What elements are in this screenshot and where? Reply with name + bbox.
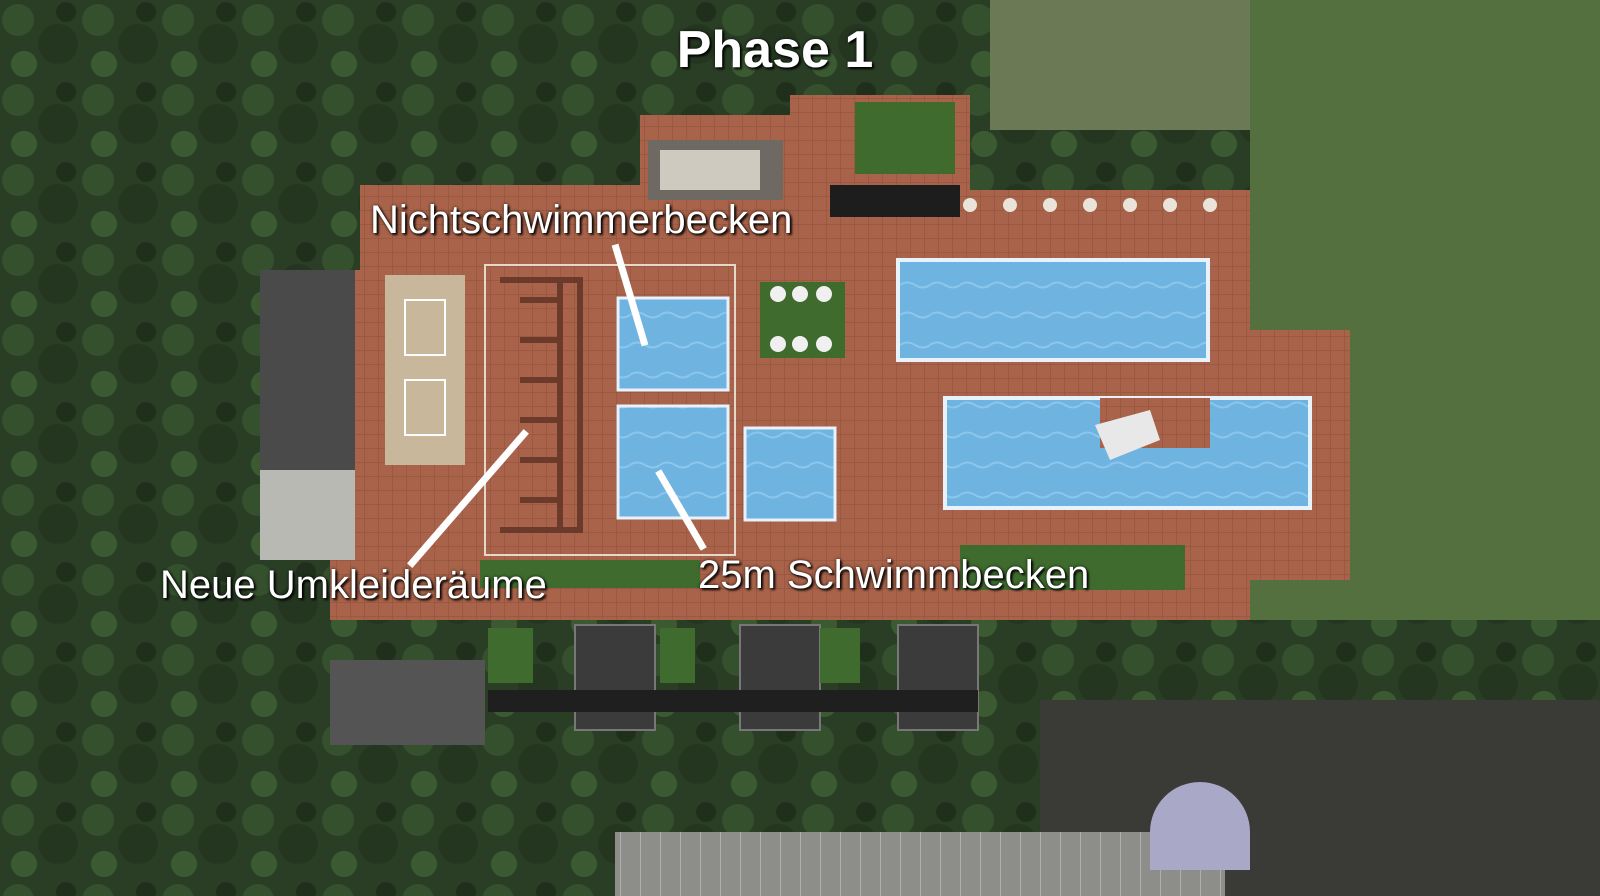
callout-lines (407, 243, 707, 568)
parking-lot (615, 832, 1225, 896)
callout-line-umkleide (407, 429, 529, 568)
bottom-buildings (330, 624, 979, 745)
label-25m-schwimmbecken: 25m Schwimmbecken (698, 553, 1090, 597)
playground-area (990, 0, 1250, 130)
callout-line-nichtschwimmer (611, 243, 649, 347)
label-nichtschwimmerbecken: Nichtschwimmerbecken (370, 198, 793, 242)
callout-line-schwimmbecken (655, 469, 707, 551)
label-umkleideraeume: Neue Umkleideräume (160, 563, 547, 607)
map-title: Phase 1 (676, 21, 874, 79)
ramp (1150, 782, 1250, 870)
pool-complex (260, 95, 1350, 620)
